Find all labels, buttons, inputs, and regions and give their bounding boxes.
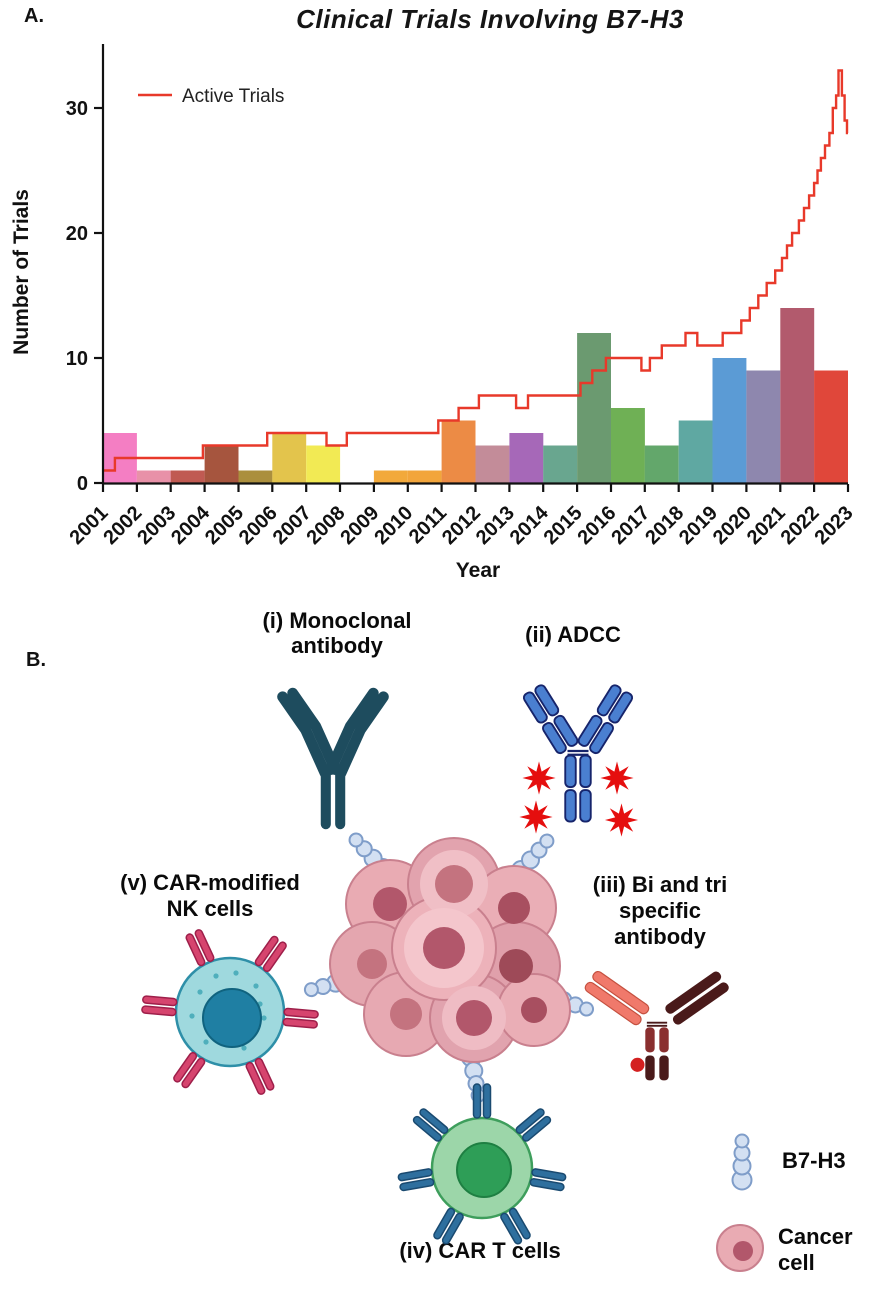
bar-2007 bbox=[306, 445, 341, 483]
bar-2010 bbox=[407, 470, 442, 483]
x-tick-label: 2015 bbox=[540, 502, 587, 549]
bar-2017 bbox=[644, 445, 679, 483]
legend-label: Active Trials bbox=[182, 86, 284, 107]
bar-2006 bbox=[272, 433, 307, 483]
bar-2022 bbox=[814, 370, 848, 483]
chart-title: Clinical Trials Involving B7-H3 bbox=[296, 4, 684, 34]
cancer-cell-legend-label-line2: cell bbox=[778, 1250, 815, 1275]
bar-2011 bbox=[441, 420, 476, 483]
bar-2004 bbox=[204, 445, 239, 483]
cancer-cell-legend-label: Cancer bbox=[778, 1224, 853, 1249]
x-tick-label: 2019 bbox=[675, 502, 722, 549]
bispecific-payload-dot bbox=[630, 1057, 645, 1072]
bar-2009 bbox=[373, 470, 408, 483]
x-tick-label: 2023 bbox=[811, 502, 858, 549]
adcc-star-icon bbox=[604, 803, 639, 837]
label-bi-tri-antibody-line2: specific bbox=[619, 898, 701, 923]
bar-2016 bbox=[611, 408, 645, 483]
x-tick-label: 2012 bbox=[438, 502, 485, 549]
y-tick-label: 20 bbox=[66, 223, 88, 245]
adcc-antibody-graphic bbox=[519, 684, 639, 837]
bar-2019 bbox=[712, 358, 747, 483]
cancer-cell-cluster bbox=[329, 837, 571, 1063]
bars-group bbox=[103, 308, 848, 483]
bar-2012 bbox=[475, 445, 510, 483]
bar-2021 bbox=[780, 308, 815, 483]
x-tick-label: 2014 bbox=[506, 501, 554, 549]
label-monoclonal-antibody-line2: antibody bbox=[291, 633, 383, 658]
panel-a-chart: A. Clinical Trials Involving B7-H3 0 10 20… bbox=[10, 4, 858, 582]
car-t-cell-graphic bbox=[397, 1083, 567, 1246]
x-tick-label: 2020 bbox=[709, 502, 756, 549]
adcc-star-icon bbox=[519, 800, 553, 834]
x-tick-label: 2008 bbox=[303, 502, 350, 549]
y-tick-label: 0 bbox=[77, 473, 88, 495]
x-tick-label: 2003 bbox=[133, 502, 180, 549]
x-tick-label: 2009 bbox=[336, 502, 383, 549]
x-tick-label: 2006 bbox=[235, 502, 282, 549]
y-tick-label: 30 bbox=[66, 98, 88, 120]
active-trials-line bbox=[103, 69, 849, 472]
nk-nucleus bbox=[202, 988, 262, 1048]
bar-2013 bbox=[509, 433, 544, 483]
panel-b-diagram: B. (i) Monoclonal antibody (ii) ADCC (ii… bbox=[26, 608, 853, 1275]
cancer-cell-nuclei bbox=[357, 865, 547, 1036]
y-tick-label: 10 bbox=[66, 348, 88, 370]
panel-a-label: A. bbox=[24, 5, 44, 27]
x-tick-label: 2002 bbox=[99, 502, 146, 549]
panel-b-label: B. bbox=[26, 649, 46, 671]
bar-2003 bbox=[170, 470, 205, 483]
label-monoclonal-antibody: (i) Monoclonal bbox=[262, 608, 411, 633]
x-tick-label: 2021 bbox=[743, 502, 790, 549]
x-tick-label: 2001 bbox=[66, 502, 113, 549]
cart-nucleus bbox=[456, 1142, 512, 1198]
x-tick-label: 2007 bbox=[269, 502, 316, 549]
label-adcc: (ii) ADCC bbox=[525, 622, 621, 647]
bar-2014 bbox=[543, 445, 578, 483]
bar-2002 bbox=[136, 470, 171, 483]
bar-2020 bbox=[746, 370, 781, 483]
x-ticks-group: 2001200220032004200520062007200820092010… bbox=[66, 484, 858, 549]
x-tick-label: 2011 bbox=[405, 502, 451, 548]
x-tick-label: 2017 bbox=[607, 502, 654, 549]
adcc-star-icon bbox=[522, 761, 556, 795]
x-tick-label: 2018 bbox=[641, 502, 688, 549]
bar-2005 bbox=[238, 470, 273, 483]
x-tick-label: 2005 bbox=[201, 502, 248, 549]
b7h3-legend-icon bbox=[731, 1133, 753, 1191]
b7h3-legend-label: B7-H3 bbox=[782, 1148, 846, 1173]
bar-2015 bbox=[577, 333, 611, 483]
label-car-nk-cells: (v) CAR-modified bbox=[120, 870, 300, 895]
chart-legend: Active Trials bbox=[138, 86, 284, 107]
diagram-legend: B7-H3 Cancer cell bbox=[716, 1133, 853, 1275]
label-bi-tri-antibody: (iii) Bi and tri bbox=[593, 872, 727, 897]
cancer-cell-legend-icon bbox=[716, 1224, 764, 1272]
x-tick-label: 2010 bbox=[370, 502, 417, 549]
label-car-t-cells: (iv) CAR T cells bbox=[399, 1238, 560, 1263]
x-tick-label: 2004 bbox=[167, 501, 215, 549]
y-axis-label: Number of Trials bbox=[10, 189, 33, 355]
car-nk-cell-graphic bbox=[140, 927, 320, 1097]
x-tick-label: 2022 bbox=[777, 502, 824, 549]
bispecific-antibody-graphic bbox=[584, 970, 729, 1081]
x-tick-label: 2016 bbox=[574, 502, 621, 549]
adcc-star-icon bbox=[600, 761, 634, 795]
bar-2018 bbox=[678, 420, 713, 483]
label-bi-tri-antibody-line3: antibody bbox=[614, 924, 706, 949]
y-ticks-group: 0 10 20 30 bbox=[66, 98, 103, 495]
label-car-nk-cells-line2: NK cells bbox=[167, 896, 254, 921]
x-axis-label: Year bbox=[456, 559, 500, 582]
monoclonal-antibody-graphic bbox=[277, 687, 389, 830]
x-tick-label: 2013 bbox=[472, 502, 519, 549]
